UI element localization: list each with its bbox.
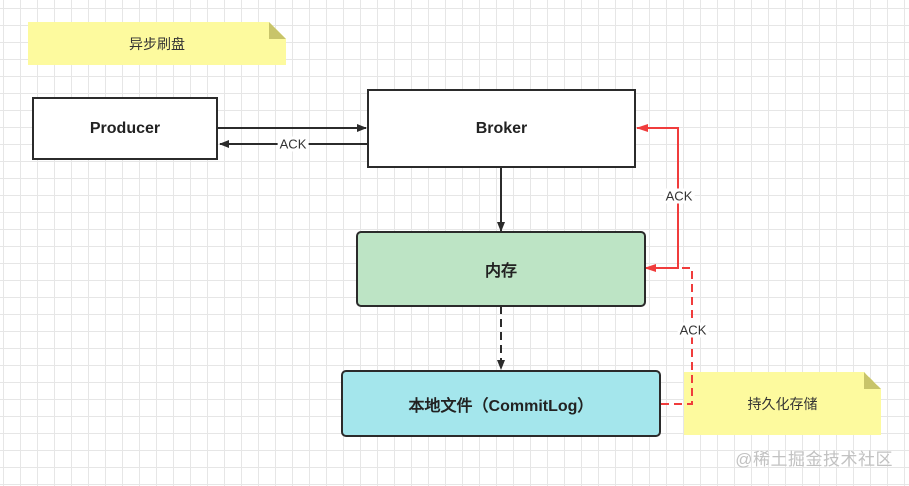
edge-label-memory-ack: ACK: [677, 322, 709, 338]
note-persistent-storage: 持久化存储: [684, 372, 881, 435]
node-memory-label: 内存: [484, 263, 517, 280]
node-broker-label: Broker: [475, 119, 528, 137]
edge-label-broker-ack: ACK: [663, 188, 695, 204]
note-async-flush: 异步刷盘: [28, 22, 286, 65]
note-persistent-storage-text: 持久化存储: [747, 395, 818, 412]
note-async-flush-text: 异步刷盘: [129, 35, 185, 52]
node-local-file-label: 本地文件（CommitLog）: [408, 397, 594, 415]
node-broker[interactable]: Broker: [367, 89, 636, 168]
watermark: @稀土掘金技术社区: [735, 450, 893, 469]
node-producer[interactable]: Producer: [32, 97, 218, 160]
node-memory[interactable]: 内存: [356, 231, 646, 307]
edge-label-producer-ack: ACK: [277, 136, 309, 152]
node-producer-label: Producer: [89, 119, 161, 137]
node-local-file[interactable]: 本地文件（CommitLog）: [341, 370, 661, 437]
